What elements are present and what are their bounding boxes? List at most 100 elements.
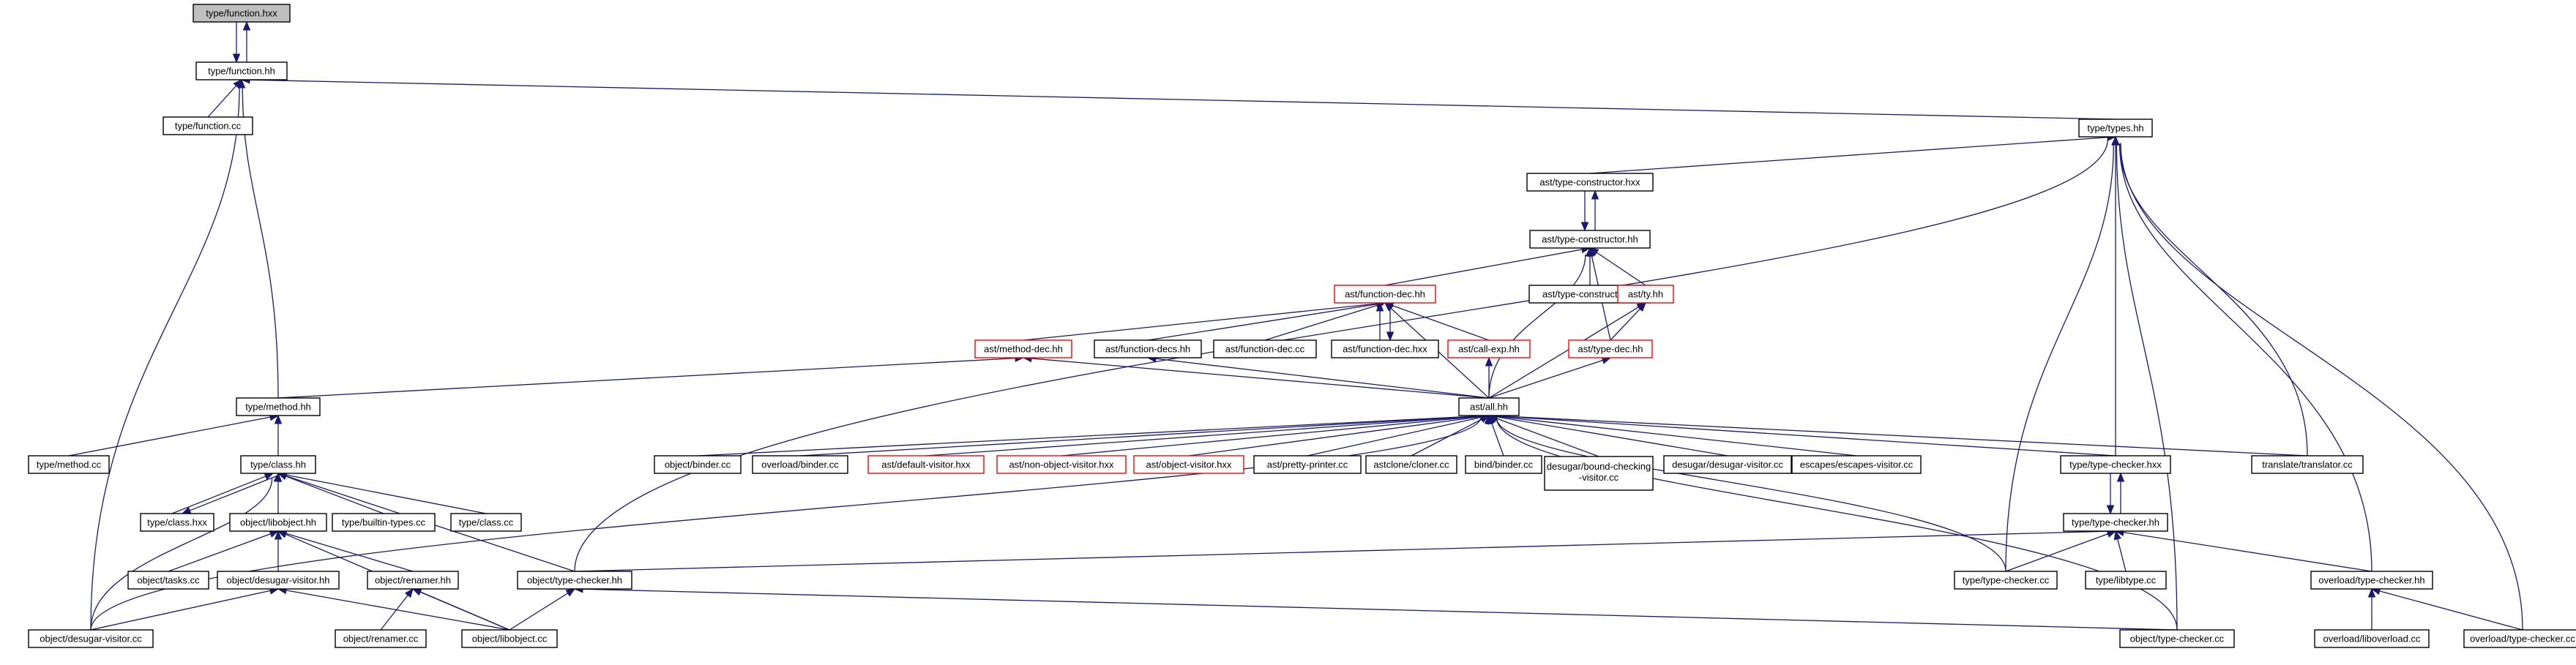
node-label: object/renamer.hh	[375, 575, 451, 586]
dependency-edge-type_method_cc-to-type_method_hh	[68, 416, 271, 457]
dependency-edge-ast_object_visitor_hxx-to-ast_all_hh	[1188, 416, 1482, 457]
node-box	[28, 455, 110, 474]
arrowhead-icon	[273, 472, 282, 482]
node-ast-type-constructor-hxx[interactable]: ast/type-constructor.hxx	[1526, 173, 1654, 192]
arrowhead-icon	[2367, 587, 2376, 598]
dependency-edge-ast_non_object_visitor_hxx-to-ast_all_hh	[1061, 416, 1482, 457]
node-overload-type-checker-cc[interactable]: overload/type-checker.cc	[2463, 629, 2576, 648]
dependency-edge-desugar_desugar_visitor_cc-to-ast_all_hh	[1496, 416, 1728, 457]
node-object-renamer-hh[interactable]: object/renamer.hh	[367, 571, 459, 590]
node-object-libobject-hh[interactable]: object/libobject.hh	[229, 513, 327, 532]
node-ast-type-dec-hh[interactable]: ast/type-dec.hh	[1568, 339, 1653, 358]
node-type-type-checker-cc[interactable]: type/type-checker.cc	[1954, 571, 2058, 590]
node-bind-binder-cc[interactable]: bind/binder.cc	[1465, 455, 1542, 474]
node-ast-type-constructor-hh[interactable]: ast/type-constructor.hh	[1529, 230, 1651, 249]
node-ast-ty-hh[interactable]: ast/ty.hh	[1617, 285, 1674, 304]
node-ast-function-decs-hh[interactable]: ast/function-decs.hh	[1094, 339, 1202, 358]
node-type-class-cc[interactable]: type/class.cc	[450, 513, 522, 532]
node-ast-function-dec-hh[interactable]: ast/function-dec.hh	[1334, 285, 1436, 304]
dependency-edge-ast_all_hh-to-ast_method_dec_hh	[1031, 358, 1490, 399]
node-label: type/class.hxx	[147, 517, 207, 528]
node-object-desugar-visitor-hh[interactable]: object/desugar-visitor.hh	[217, 571, 340, 590]
node-overload-binder-cc[interactable]: overload/binder.cc	[752, 455, 848, 474]
node-ast-function-dec-cc[interactable]: ast/function-dec.cc	[1213, 339, 1317, 358]
node-type-method-hh[interactable]: type/method.hh	[236, 397, 321, 416]
arrowhead-icon	[2113, 530, 2121, 541]
node-ast-pretty-printer-cc[interactable]: ast/pretty-printer.cc	[1253, 455, 1362, 474]
node-overload-type-checker-hh[interactable]: overload/type-checker.hh	[2310, 571, 2433, 590]
node-type-libtype-cc[interactable]: type/libtype.cc	[2085, 571, 2167, 590]
node-label: ast/all.hh	[1470, 402, 1508, 413]
node-object-desugar-visitor-cc[interactable]: object/desugar-visitor.cc	[28, 629, 154, 648]
node-box	[1447, 339, 1531, 358]
arrowhead-icon	[274, 414, 283, 424]
dependency-edge-object_libobject_cc-to-object_type_checker_hh	[509, 593, 569, 631]
node-object-type-checker-cc[interactable]: object/type-checker.cc	[2119, 629, 2235, 648]
node-overload-liboverload-cc[interactable]: overload/liboverload.cc	[2314, 629, 2430, 648]
node-box	[1617, 285, 1674, 304]
node-box	[1331, 339, 1439, 358]
node-object-binder-cc[interactable]: object/binder.cc	[654, 455, 742, 474]
node-ast-all-hh[interactable]: ast/all.hh	[1458, 397, 1520, 416]
node-ast-default-visitor-hxx[interactable]: ast/default-visitor.hxx	[867, 455, 985, 474]
dependency-edge-ast_method_dec_hh-to-ast_function_dec_hh	[1023, 303, 1378, 341]
node-ast-method-dec-hh[interactable]: ast/method-dec.hh	[974, 339, 1072, 358]
node-box	[2063, 513, 2168, 532]
node-type-type-checker-hh[interactable]: type/type-checker.hh	[2063, 513, 2168, 532]
dependency-edge-ast_all_hh-to-ast_ty_hh	[1488, 307, 1639, 399]
node-astclone-cloner-cc[interactable]: astclone/cloner.cc	[1365, 455, 1457, 474]
node-object-renamer-cc[interactable]: object/renamer.cc	[335, 629, 427, 648]
node-label: ast/type-constructor.hxx	[1539, 177, 1640, 188]
node-box	[2119, 629, 2235, 648]
node-box	[163, 116, 253, 135]
node-box	[2463, 629, 2576, 648]
node-ast-object-visitor-hxx[interactable]: ast/object-visitor.hxx	[1133, 455, 1244, 474]
node-box	[2060, 455, 2171, 474]
dependency-edge-type_class_cc-to-type_class_hh	[285, 474, 487, 514]
node-label: ast/function-dec.hxx	[1343, 344, 1427, 355]
node-box	[2078, 119, 2153, 138]
arrowhead-icon	[1580, 222, 1589, 232]
node-box	[2314, 629, 2430, 648]
node-label: overload/liboverload.cc	[2323, 634, 2421, 645]
node-box	[193, 4, 291, 23]
node-type-function-hxx[interactable]: type/function.hxx	[193, 4, 291, 23]
node-type-types-hh[interactable]: type/types.hh	[2078, 119, 2153, 138]
node-type-method-cc[interactable]: type/method.cc	[28, 455, 110, 474]
node-desugar-bound-checking-visitor-cc[interactable]: desugar/bound-checking-visitor.cc	[1544, 456, 1654, 491]
node-type-function-cc[interactable]: type/function.cc	[163, 116, 253, 135]
node-ast-non-object-visitor-hxx[interactable]: ast/non-object-visitor.hxx	[996, 455, 1127, 474]
node-desugar-desugar-visitor-cc[interactable]: desugar/desugar-visitor.cc	[1663, 455, 1792, 474]
dependency-edge-type_function_cc-to-type_function_hh	[207, 85, 237, 118]
dependency-edge-object_type_checker_cc-to-type_types_hh	[2116, 144, 2178, 631]
dependency-edge-object_binder_cc-to-ast_all_hh	[697, 415, 1482, 457]
node-object-libobject-cc[interactable]: object/libobject.cc	[461, 629, 558, 648]
dependency-edge-ast_all_hh-to-ast_function_decs_hh	[1155, 358, 1490, 399]
node-escapes-escapes-visitor-cc[interactable]: escapes/escapes-visitor.cc	[1791, 455, 1922, 474]
node-type-class-hxx[interactable]: type/class.hxx	[140, 513, 214, 532]
node-ast-call-exp-hh[interactable]: ast/call-exp.hh	[1447, 339, 1531, 358]
arrowhead-icon	[1485, 414, 1494, 424]
node-type-class-hh[interactable]: type/class.hh	[240, 455, 316, 474]
node-object-tasks-cc[interactable]: object/tasks.cc	[127, 571, 209, 590]
dependency-edge-translate_translator_cc-to-ast_all_hh	[1496, 415, 2308, 457]
node-type-type-checker-hxx[interactable]: type/type-checker.hxx	[2060, 455, 2171, 474]
node-box	[2085, 571, 2167, 590]
node-ast-function-dec-hxx[interactable]: ast/function-dec.hxx	[1331, 339, 1439, 358]
node-box	[461, 629, 558, 648]
dependency-edge-object_type_checker_hh-to-type_types_hh	[574, 138, 2109, 572]
node-label: -visitor.cc	[1579, 472, 1619, 483]
node-box	[974, 339, 1072, 358]
dependency-edge-ast_all_hh-to-ast_type_dec_hh	[1488, 359, 1603, 399]
dependency-edge-overload_type_checker_cc-to-type_types_hh	[2120, 143, 2523, 631]
node-type-builtin-types-cc[interactable]: type/builtin-types.cc	[332, 513, 436, 532]
dependency-edge-object_libobject_cc-to-object_renamer_hh	[419, 591, 510, 631]
node-object-type-checker-hh[interactable]: object/type-checker.hh	[517, 571, 632, 590]
node-box	[2310, 571, 2433, 590]
node-translate-translator-cc[interactable]: translate/translator.cc	[2251, 455, 2364, 474]
node-box	[240, 455, 316, 474]
node-label: ast/type-constructor.hh	[1542, 234, 1638, 245]
node-box	[217, 571, 340, 590]
node-box	[195, 61, 288, 80]
node-type-function-hh[interactable]: type/function.hh	[195, 61, 288, 80]
